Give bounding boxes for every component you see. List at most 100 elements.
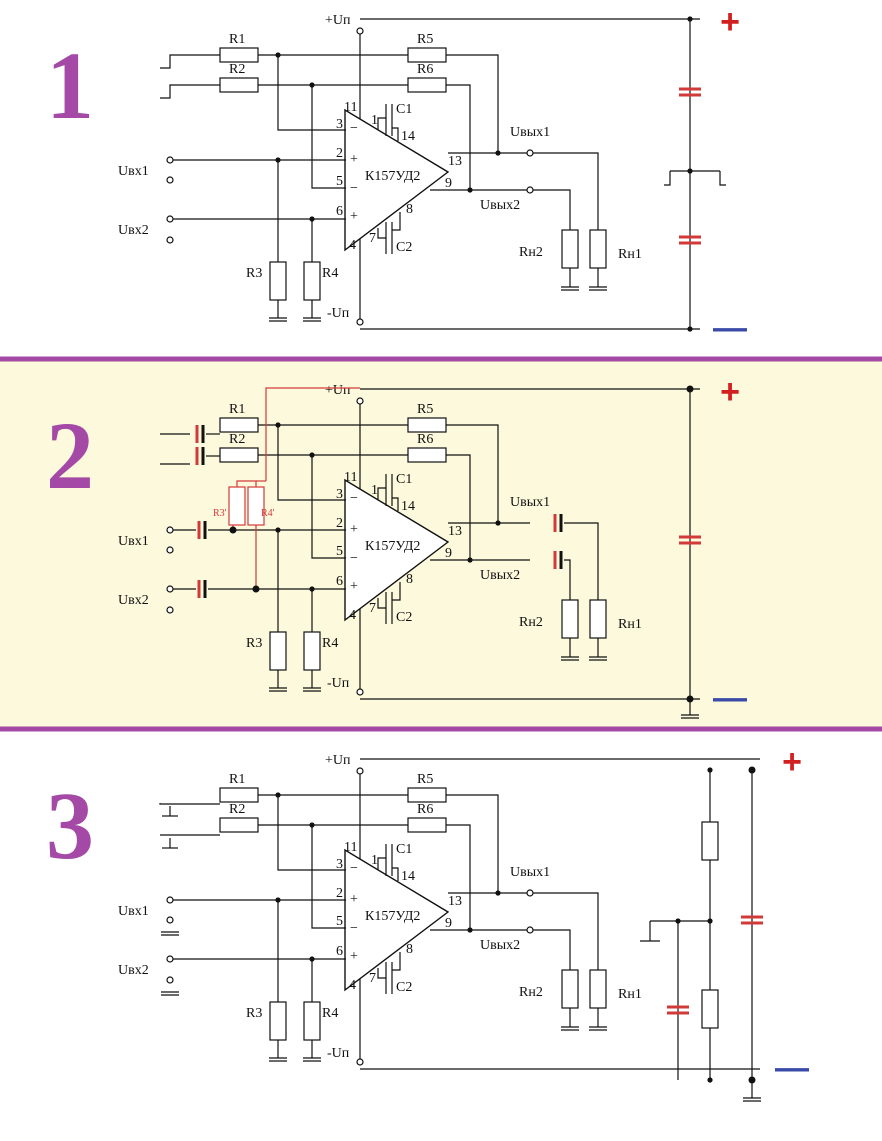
junction-dot: [495, 150, 501, 156]
plus-sign: +: [720, 3, 740, 41]
junction-dot: [467, 557, 473, 563]
pin-5-label: 5: [336, 544, 343, 559]
output-2-load-lead: [533, 189, 571, 230]
section-number: 1: [46, 32, 94, 139]
c2-label: C2: [396, 980, 412, 995]
positive-supply-terminal: [356, 397, 364, 405]
r4-ground: [303, 687, 321, 692]
pin-9-label: 9: [445, 916, 452, 931]
resistor-r3: [269, 261, 287, 301]
plus-sign: +: [720, 373, 740, 411]
negative-supply-label: -Uп: [327, 1046, 350, 1061]
c2-lead: [392, 952, 401, 971]
resistor-r3-prime: [228, 486, 246, 526]
output-2-terminal: [526, 926, 534, 934]
r1-label: R1: [229, 402, 245, 417]
resistor-rn2: [561, 599, 579, 639]
r3p-junction: [229, 526, 237, 534]
minus-sign: —: [713, 309, 747, 347]
panel-1: 1+Uп-Uп+—К157УД2−+−+113256411413987C1C2R…: [46, 3, 747, 347]
r2-label: R2: [229, 62, 245, 77]
c1-label: C1: [396, 842, 412, 857]
pin-7-label: 7: [369, 971, 376, 986]
c1-lead: [392, 127, 399, 141]
input-1-return-terminal: [166, 176, 174, 184]
input-2-label: Uвх2: [118, 223, 149, 238]
junction-dot: [467, 927, 473, 933]
output-1-label: Uвых1: [510, 125, 550, 140]
positive-supply-label: +Uп: [325, 753, 351, 768]
r3-label: R3: [246, 266, 262, 281]
c1-label: C1: [396, 102, 412, 117]
r3-ground: [269, 687, 287, 692]
resistor-r2: [219, 817, 259, 833]
op-minus-sign-1: −: [350, 491, 358, 506]
input-2-return-terminal: [166, 606, 174, 614]
pin-8-label: 8: [406, 202, 413, 217]
pin-8-label: 8: [406, 942, 413, 957]
pin-13-label: 13: [448, 154, 462, 169]
r4-label: R4: [322, 1006, 338, 1021]
midpoint-ground: [664, 171, 671, 186]
divider-resistor-bottom: [701, 989, 719, 1029]
pin-11-label: 11: [344, 840, 357, 855]
r1-input-lead: [159, 803, 220, 805]
r1-ground: [162, 806, 178, 817]
output-2-terminal: [526, 186, 534, 194]
r3-ground: [269, 317, 287, 322]
junction-dot: [687, 168, 693, 174]
pin-6-label: 6: [336, 574, 343, 589]
divider-capacitor: [667, 1005, 689, 1015]
resistor-r4-prime: [247, 486, 265, 526]
op-plus-sign-1: +: [350, 152, 358, 167]
c2-lead: [377, 968, 386, 979]
rn1-label: Rн1: [618, 617, 642, 632]
pin-3-label: 3: [336, 487, 343, 502]
junction-dot: [707, 1077, 713, 1083]
pin-4-label: 4: [349, 238, 356, 253]
pin-1-label: 1: [371, 483, 378, 498]
positive-supply-label: +Uп: [325, 13, 351, 28]
chip-label: К157УД2: [365, 539, 420, 554]
r4-label: R4: [322, 636, 338, 651]
resistor-r1: [219, 417, 259, 433]
pin-9-label: 9: [445, 546, 452, 561]
op-minus-sign-1: −: [350, 861, 358, 876]
pin-14-label: 14: [401, 869, 415, 884]
pin-6-label: 6: [336, 944, 343, 959]
rn2-ground: [561, 656, 579, 661]
op-minus-sign-2: −: [350, 551, 358, 566]
inverting-input-1-wire: [277, 795, 346, 871]
input-1-return-terminal: [166, 916, 174, 924]
input-1-ground: [161, 931, 179, 936]
decoupling-capacitor-top: [679, 87, 701, 97]
pin-7-label: 7: [369, 601, 376, 616]
rn1-label: Rн1: [618, 987, 642, 1002]
r2-input-capacitor: [195, 447, 205, 465]
op-plus-sign-2: +: [350, 209, 358, 224]
pin-4-label: 4: [349, 608, 356, 623]
op-plus-sign-2: +: [350, 579, 358, 594]
input-1-capacitor: [197, 521, 207, 539]
r5-label: R5: [417, 402, 433, 417]
resistor-r4: [303, 631, 321, 671]
c2-lead: [377, 598, 386, 609]
op-amp-triangle: [344, 478, 450, 622]
op-plus-sign-1: +: [350, 522, 358, 537]
op-amp-triangle: [344, 848, 450, 992]
decoupling-capacitor-bottom: [679, 235, 701, 245]
r2-ground: [162, 838, 178, 849]
rn2-label: Rн2: [519, 245, 543, 260]
output-1-load-lead: [533, 152, 599, 230]
op-amp-triangle: [344, 108, 450, 252]
resistor-r3: [269, 1001, 287, 1041]
positive-supply-label: +Uп: [325, 383, 351, 398]
c2-lead: [392, 582, 401, 601]
pin-14-label: 14: [401, 499, 415, 514]
output-1-label: Uвых1: [510, 865, 550, 880]
resistor-r1: [219, 787, 259, 803]
r5-feedback: [446, 424, 499, 523]
input-1-terminal: [166, 526, 174, 534]
pin-5-label: 5: [336, 174, 343, 189]
resistor-r5: [407, 47, 447, 63]
